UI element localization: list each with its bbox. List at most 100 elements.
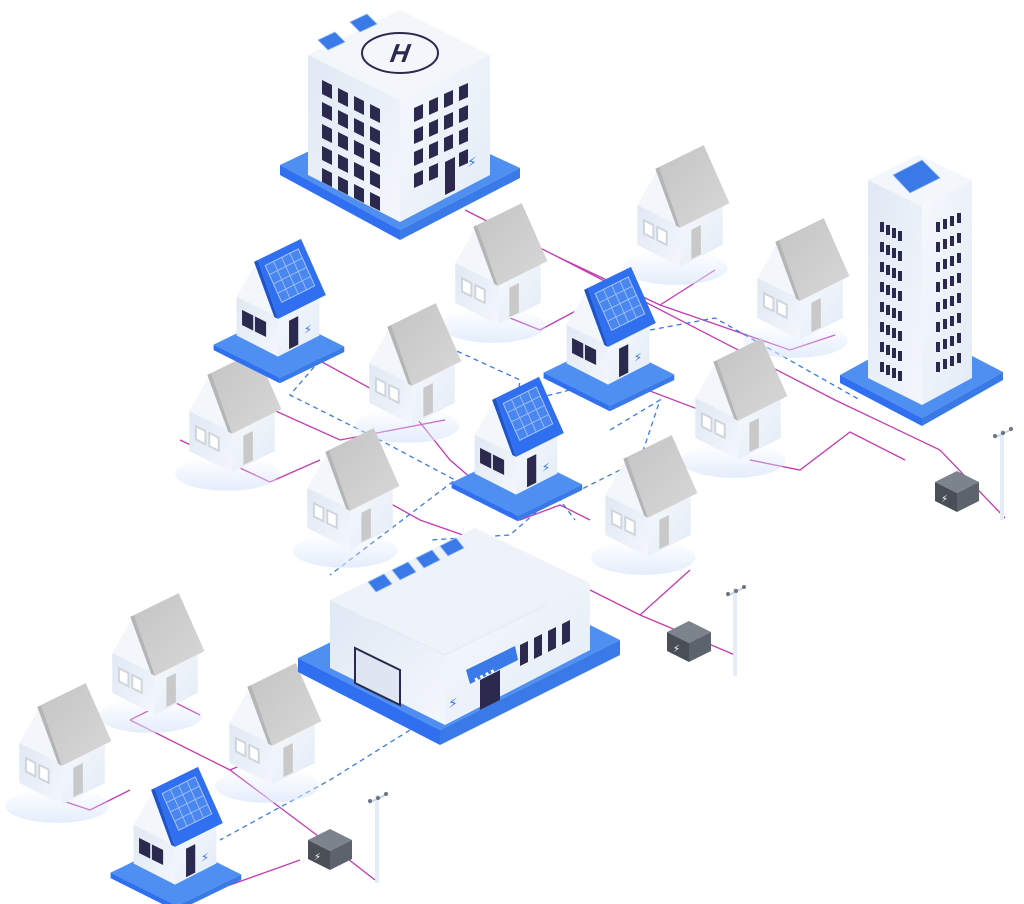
house-door: [659, 514, 669, 550]
house-window: [624, 515, 636, 537]
energy-bolt-icon: ⚡: [201, 851, 209, 865]
house-roof: [659, 145, 730, 228]
house: [5, 683, 112, 823]
house-roof: [329, 428, 400, 511]
house-wall-side: [680, 205, 723, 267]
house-door: [509, 282, 519, 318]
house-window: [242, 309, 254, 331]
tower-wall-right: [922, 180, 972, 405]
house-wall-side: [800, 278, 843, 340]
house-window: [656, 225, 668, 247]
house-roof: [779, 218, 850, 301]
house-roof: [41, 683, 112, 766]
house: [681, 338, 788, 478]
house-door: [811, 297, 821, 333]
helipad-ring: [361, 32, 439, 74]
house-window: [572, 337, 584, 359]
microgrid-line: [219, 729, 411, 841]
solar-panel-icon: [367, 537, 465, 593]
house-window: [131, 673, 143, 695]
house-wall-side: [608, 324, 650, 385]
shop-door: [480, 670, 500, 710]
house-roof: [627, 435, 698, 518]
svg-text:⚡: ⚡: [314, 852, 321, 863]
house-window: [24, 756, 37, 778]
microgrid-line: [529, 359, 621, 401]
house-door: [243, 430, 253, 466]
awning-icon: [466, 646, 518, 684]
house-roof: [477, 203, 548, 286]
hospital-door: [445, 157, 455, 195]
house-window: [492, 454, 505, 476]
power-line: [589, 569, 691, 616]
house-wall-side: [62, 743, 105, 805]
warehouse-roof: [330, 528, 590, 655]
tower-windows: [880, 213, 961, 381]
shop-windows: [520, 620, 570, 666]
house-window: [480, 447, 492, 469]
transformer-icon: ⚡: [667, 621, 711, 662]
buildings-layer: ⚡ ⚡ ⚡ ⚡: [5, 145, 850, 904]
energy-bolt-icon: ⚡: [304, 323, 312, 337]
house-window: [776, 298, 788, 320]
solar-house: ⚡: [110, 766, 242, 904]
hospital-roof: [308, 10, 490, 100]
house-wall-side: [516, 434, 558, 495]
house-door: [289, 316, 299, 350]
energy-bolt-icon: ⚡: [448, 696, 458, 712]
house-door: [619, 344, 629, 378]
house-roof: [717, 338, 788, 421]
house-roof: [134, 593, 205, 676]
house-window: [248, 743, 260, 765]
house-window: [610, 508, 623, 530]
solar-house: ⚡: [451, 376, 583, 522]
house-window: [139, 837, 151, 859]
transformer-icon: ⚡: [935, 471, 979, 512]
house-door: [166, 672, 176, 708]
house: [591, 435, 698, 575]
house-window: [374, 376, 387, 398]
solar-house: ⚡: [213, 238, 345, 384]
house-window: [312, 501, 325, 523]
house-door: [73, 762, 83, 798]
svg-text:⚡: ⚡: [941, 494, 948, 505]
house: [441, 203, 548, 343]
house-door: [423, 382, 433, 418]
house-window: [151, 844, 164, 866]
house-door: [749, 417, 759, 453]
house-window: [714, 418, 726, 440]
energy-bolt-icon: ⚡: [467, 155, 477, 171]
house-window: [474, 283, 486, 305]
house-door: [691, 224, 701, 260]
house-wall-side: [232, 411, 275, 473]
house-window: [388, 383, 400, 405]
utility-layer: ⚡ ⚡ ⚡: [308, 427, 1013, 883]
house-window: [234, 736, 247, 758]
house-door: [186, 844, 196, 878]
hospital-building: H ⚡: [280, 10, 520, 240]
house: [743, 218, 850, 358]
energy-bolt-icon: ⚡: [542, 461, 550, 475]
solar-panel-icon: [317, 13, 378, 51]
utility-pole-icon: [368, 792, 388, 883]
house-wall-side: [350, 488, 393, 550]
solar-panel-icon: [892, 159, 941, 194]
house: [355, 303, 462, 443]
house-wall-side: [175, 824, 217, 885]
hospital-windows-left: [322, 80, 380, 211]
warehouse-building: ⚡: [298, 528, 620, 745]
house-window: [700, 411, 713, 433]
house-window: [460, 276, 473, 298]
house-wall-side: [272, 723, 315, 785]
transformer-icon: ⚡: [308, 829, 352, 870]
house-window: [208, 431, 220, 453]
house: [215, 663, 322, 803]
house-window: [38, 763, 50, 785]
house-window: [326, 508, 338, 530]
energy-bolt-icon: ⚡: [634, 351, 642, 365]
solar-house: ⚡: [543, 266, 675, 412]
house-wall-side: [278, 296, 320, 357]
house-roof: [391, 303, 462, 386]
svg-text:⚡: ⚡: [673, 644, 680, 655]
